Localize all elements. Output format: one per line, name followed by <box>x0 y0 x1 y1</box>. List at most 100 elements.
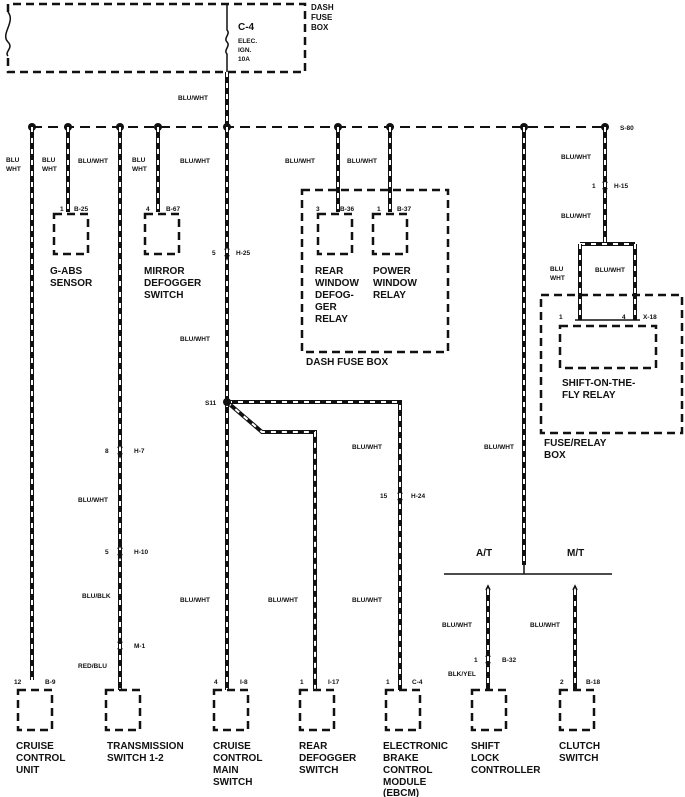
sotf-conn: X-18 <box>643 314 657 321</box>
power-window-label-1: POWER <box>373 266 412 277</box>
dash-fuse-box-label-3: BOX <box>311 23 329 32</box>
gabs-conn: B-25 <box>74 206 88 213</box>
fuse-label-2: IGN. <box>238 47 252 54</box>
gabs-label-1: G-ABS <box>50 266 83 277</box>
rear-defog-wire-label: BLU/WHT <box>268 597 298 604</box>
upper-wire-labels: BLU WHT BLU WHT BLU/WHT BLU WHT BLU/WHT … <box>6 154 591 220</box>
fuse-relay-box-label-2: BOX <box>544 450 566 461</box>
shift-on-the-fly-relay: BLU WHT BLU/WHT 1 4 X-18 SHIFT-ON-THE- F… <box>539 266 684 461</box>
h25-conn: H-25 <box>236 250 250 257</box>
fuse-label-3: 10A <box>238 56 250 63</box>
cruise-main-pin: 4 <box>214 679 218 686</box>
clutch-switch: 2 B-18 CLUTCH SWITCH <box>558 679 600 764</box>
h10-pin: 5 <box>105 549 109 556</box>
gabs-sensor: 1 B-25 G-ABS SENSOR <box>50 206 93 289</box>
cruise-main-label-1: CRUISE <box>213 741 251 752</box>
ebcm-wire-label-2: BLU/WHT <box>352 597 382 604</box>
trans-wire-label: BLU/WHT <box>78 158 108 165</box>
dash-fuse-box-label-1: DASH <box>311 3 334 12</box>
h10-conn: H-10 <box>134 549 148 556</box>
sotf-wire-a1: BLU <box>550 266 564 273</box>
main-wire-label-3: BLU/WHT <box>180 597 210 604</box>
transmission-label-1: TRANSMISSION <box>107 741 184 752</box>
transmission-switch: TRANSMISSION SWITCH 1-2 <box>104 688 184 764</box>
dash-fuse-box-label-2: FUSE <box>311 13 333 22</box>
connector-chevrons <box>117 177 608 668</box>
main-wire-label-2: BLU/WHT <box>180 336 210 343</box>
rear-defogger-pin: 1 <box>300 679 304 686</box>
splice-s80: S-80 <box>620 125 634 132</box>
sotf-wire-a2: WHT <box>550 275 565 282</box>
trans-wire-label-2: BLU/WHT <box>78 497 108 504</box>
ebcm: 1 C-4 ELECTRONIC BRAKE CONTROL MODULE (E… <box>383 679 448 797</box>
b32-pin: 1 <box>474 657 478 664</box>
sotf-label-2: FLY RELAY <box>562 390 616 401</box>
mirror-label-1: MIRROR <box>144 266 185 277</box>
sotf-wire-b: BLU/WHT <box>595 267 625 274</box>
h24-pin: 15 <box>380 493 388 500</box>
fuse-id: C-4 <box>238 22 255 33</box>
ebcm-label-5: (EBCM) <box>383 788 419 797</box>
feed-wire-label: BLU/WHT <box>178 95 208 102</box>
clutch-conn: B-18 <box>586 679 600 686</box>
main-wire-label: BLU/WHT <box>180 158 210 165</box>
power-window-label-2: WINDOW <box>373 278 417 289</box>
shift-lock-controller: SHIFT LOCK CONTROLLER <box>470 688 541 776</box>
cruise-unit-label-3: UNIT <box>16 765 39 776</box>
mirror-wire-label-b: WHT <box>132 166 147 173</box>
cruise-wire-label-a: BLU <box>6 157 20 164</box>
rear-defogger-switch: 1 I-17 REAR DEFOGGER SWITCH <box>298 679 357 776</box>
wires <box>30 127 637 690</box>
cruise-wire-label-b: WHT <box>6 166 21 173</box>
ebcm-conn: C-4 <box>412 679 423 686</box>
gabs-pin: 1 <box>60 206 64 213</box>
mirror-conn: B-67 <box>166 206 180 213</box>
mirror-wire-label-a: BLU <box>132 157 146 164</box>
gabs-label-2: SENSOR <box>50 278 93 289</box>
rear-defogger-conn: I-17 <box>328 679 340 686</box>
connector-h15: 1 H-15 <box>592 183 628 190</box>
clutch-wire-label: BLU/WHT <box>530 622 560 629</box>
sotf-pin-left: 1 <box>559 314 563 321</box>
cruise-unit-conn: B-9 <box>45 679 56 686</box>
fuse-symbol <box>225 4 229 72</box>
fuse-relay-box-label-1: FUSE/RELAY <box>544 438 607 449</box>
right-wire-label-2: BLU/WHT <box>561 213 591 220</box>
shift-lock-label-2: LOCK <box>471 753 500 764</box>
ebcm-label-2: BRAKE <box>383 753 419 764</box>
b32-conn: B-32 <box>502 657 516 664</box>
connector-h25: 5 H-25 <box>212 250 250 257</box>
cruise-unit-label-1: CRUISE <box>16 741 54 752</box>
rear-window-label-2: WINDOW <box>315 278 359 289</box>
lower-wire-labels: BLU/WHT BLU/WHT 8 H-7 BLU/WHT 15 H-24 5 … <box>78 444 560 678</box>
shift-lock-wire-label: BLU/WHT <box>442 622 472 629</box>
mirror-label-3: SWITCH <box>144 290 183 301</box>
rear-defogger-label-3: SWITCH <box>299 765 338 776</box>
trans-wire-label-4: RED/BLU <box>78 663 107 670</box>
cruise-main-label-3: MAIN <box>213 765 239 776</box>
h15-pin: 1 <box>592 183 596 190</box>
clutch-label-2: SWITCH <box>559 753 598 764</box>
power-window-pin: 1 <box>377 206 381 213</box>
cruise-main-label-2: CONTROL <box>213 753 262 764</box>
at-label: A/T <box>476 548 492 559</box>
mirror-label-2: DEFOGGER <box>144 278 202 289</box>
rear-window-conn: B-36 <box>340 206 354 213</box>
gabs-wire-label-b: WHT <box>42 166 57 173</box>
h7-pin: 8 <box>105 448 109 455</box>
power-window-label-3: RELAY <box>373 290 406 301</box>
mirror-pin: 4 <box>146 206 150 213</box>
cruise-unit-label-2: CONTROL <box>16 753 65 764</box>
right-wire-label-1: BLU/WHT <box>561 154 591 161</box>
cruise-main-label-4: SWITCH <box>213 777 252 788</box>
clutch-pin: 2 <box>560 679 564 686</box>
h7-conn: H-7 <box>134 448 145 455</box>
ebcm-wire-label: BLU/WHT <box>352 444 382 451</box>
rear-window-wire-label: BLU/WHT <box>285 158 315 165</box>
h25-pin: 5 <box>212 250 216 257</box>
cruise-main-conn: I-8 <box>240 679 248 686</box>
fuse-label-1: ELEC. <box>238 38 257 45</box>
mirror-defogger-switch: 4 B-67 MIRROR DEFOGGER SWITCH <box>143 206 202 301</box>
shift-lock-label-1: SHIFT <box>471 741 500 752</box>
transmission-label-2: SWITCH 1-2 <box>107 753 164 764</box>
